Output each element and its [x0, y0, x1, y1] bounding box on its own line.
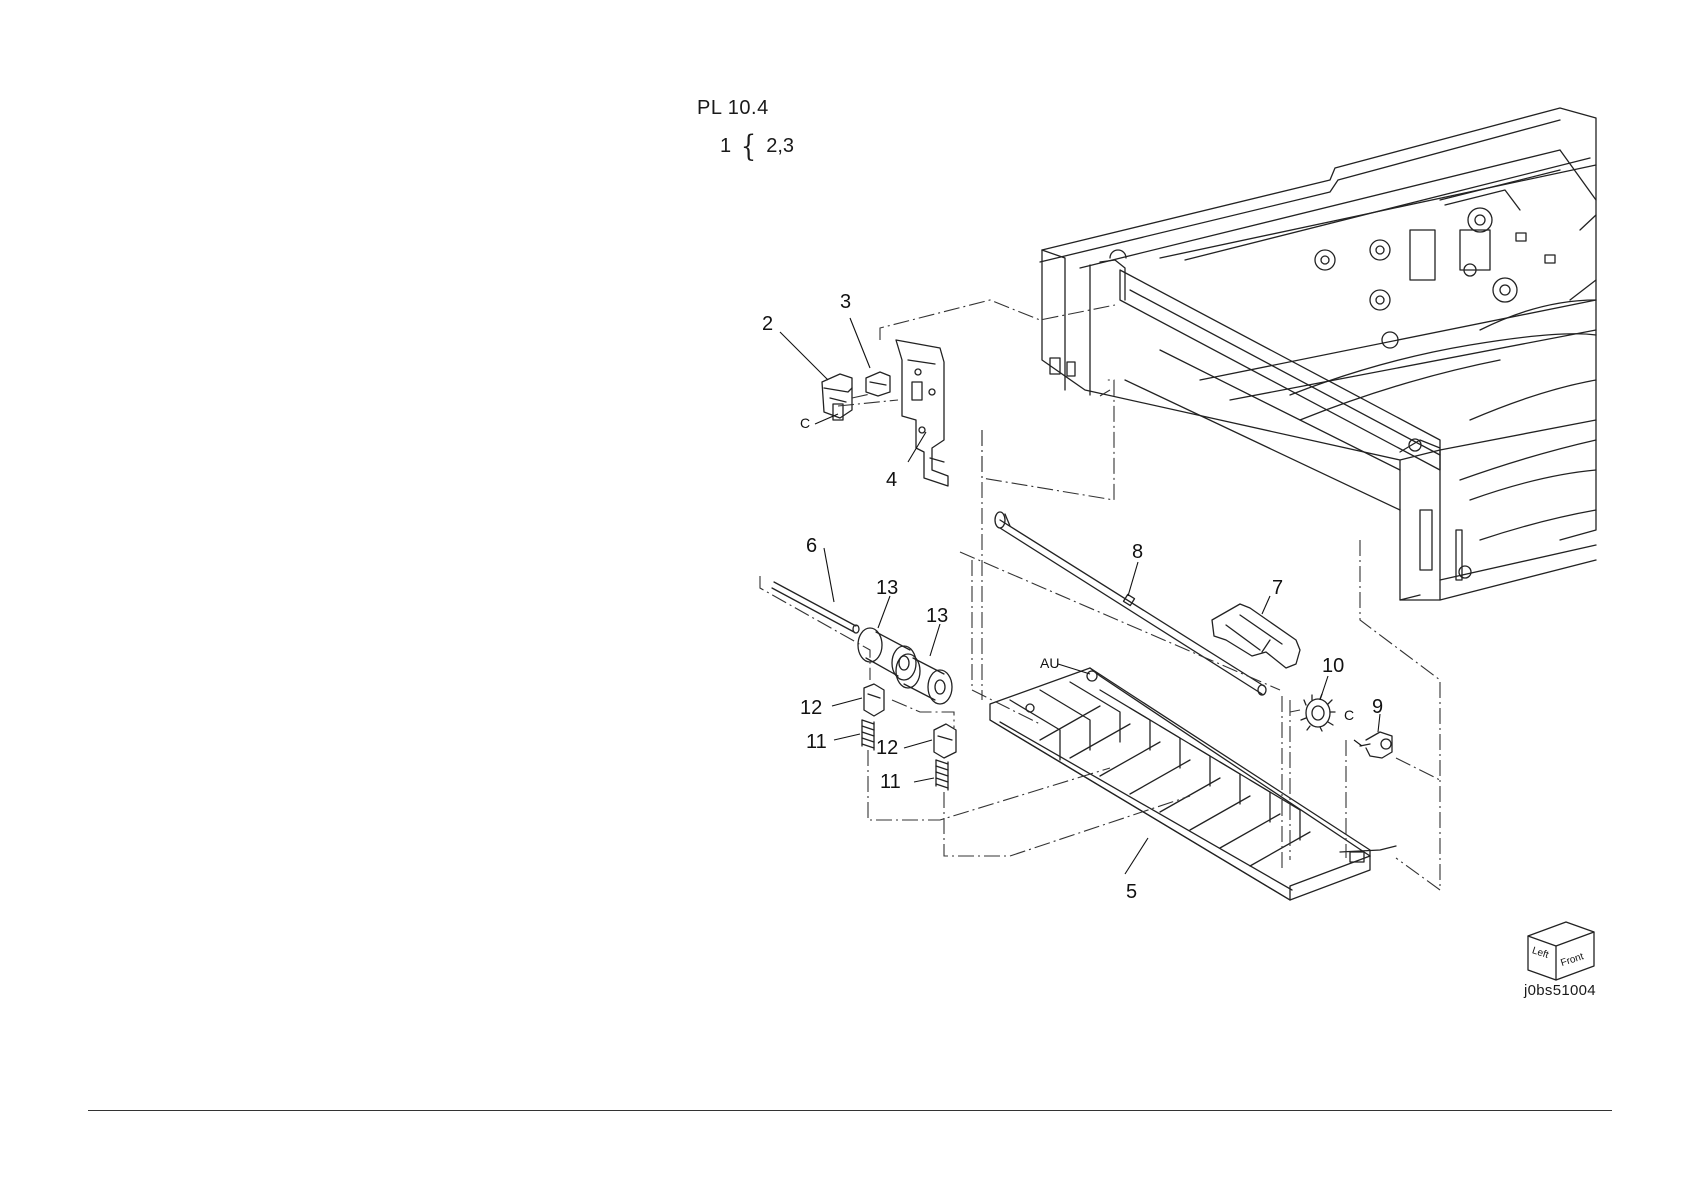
- callout-12a: 12: [800, 697, 822, 719]
- part-8-shaft: [995, 512, 1266, 695]
- callout-7: 7: [1272, 577, 1283, 599]
- part-11-spring-a: [862, 720, 874, 750]
- orientation-front-label: Front: [1559, 951, 1585, 969]
- part-6-rod: [772, 582, 859, 633]
- part-12-bearing-a: [864, 684, 884, 716]
- callout-12b: 12: [876, 737, 898, 759]
- part-13-roller-b: [896, 654, 952, 704]
- part-2-sensor: [822, 374, 852, 420]
- footer-divider: [88, 1110, 1612, 1111]
- callout-4: 4: [886, 469, 897, 491]
- part-11-spring-b: [936, 760, 948, 790]
- callout-10: 10: [1322, 655, 1344, 677]
- callout-c-left: C: [800, 415, 810, 431]
- part-10-gear: [1301, 694, 1335, 731]
- part-5-chute: [990, 668, 1396, 900]
- callout-c-right: C: [1344, 707, 1354, 723]
- orientation-labels: Left Front: [1531, 945, 1586, 969]
- callout-11a: 11: [806, 731, 827, 753]
- part-9-bearing: [1360, 732, 1392, 758]
- figure-id: j0bs51004: [1524, 982, 1596, 999]
- callout-2: 2: [762, 313, 773, 335]
- printer-frame: [1040, 108, 1596, 600]
- orientation-left-label: Left: [1531, 945, 1550, 961]
- callout-6: 6: [806, 535, 817, 557]
- part-12-bearing-b: [934, 724, 956, 758]
- part-3-sensor: [866, 372, 890, 396]
- callout-13b: 13: [926, 605, 948, 627]
- callout-3: 3: [840, 291, 851, 313]
- part-7-guide: [1212, 604, 1300, 668]
- callout-8: 8: [1132, 541, 1143, 563]
- callout-9: 9: [1372, 696, 1383, 718]
- callout-5: 5: [1126, 881, 1137, 903]
- callout-13a: 13: [876, 577, 898, 599]
- callout-11b: 11: [880, 771, 901, 793]
- assembly-lines: [760, 300, 1440, 890]
- part-4-bracket: [896, 340, 948, 486]
- callout-au: AU: [1040, 655, 1059, 671]
